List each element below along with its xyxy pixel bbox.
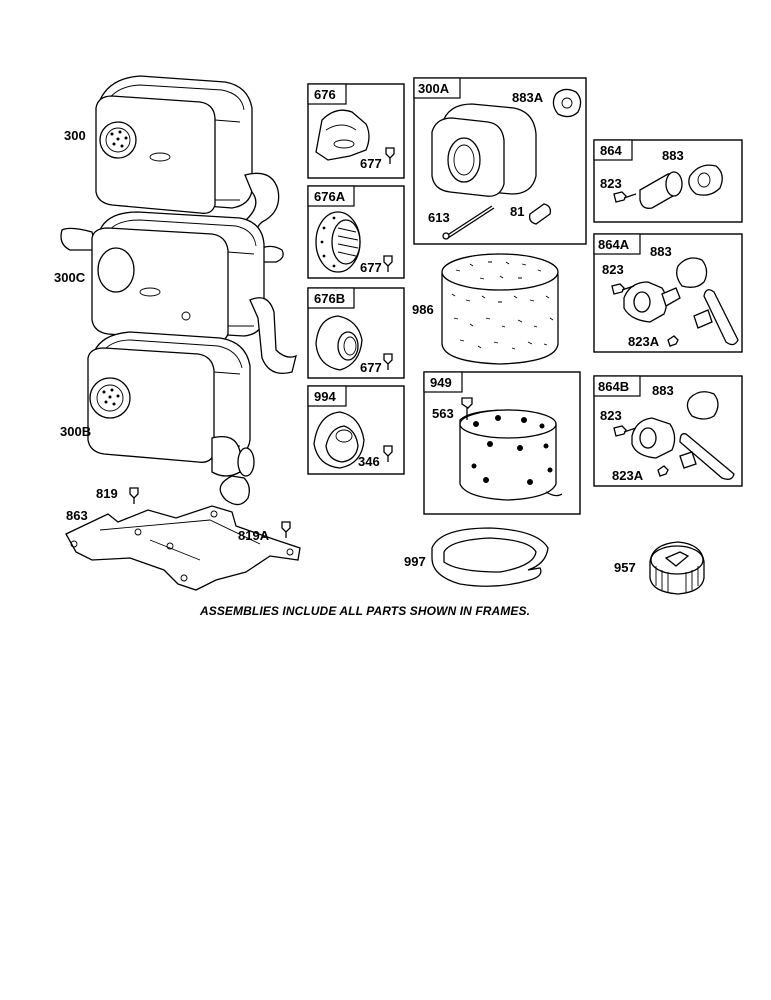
label-676: 676 [314, 87, 336, 102]
label-883-a: 883 [662, 148, 684, 163]
label-883-b: 883 [650, 244, 672, 259]
label-676a: 676A [314, 189, 346, 204]
frame-864 [593, 139, 743, 223]
label-823a-a: 823A [628, 334, 660, 349]
frame-676 [307, 83, 405, 179]
frame-300a [413, 77, 587, 245]
label-957: 957 [614, 560, 636, 575]
label-823-a: 823 [600, 176, 622, 191]
label-864a: 864A [598, 237, 630, 252]
label-300c: 300C [54, 270, 86, 285]
label-81: 81 [510, 204, 524, 219]
frame-864a [593, 233, 743, 353]
label-949: 949 [430, 375, 452, 390]
label-677-c: 677 [360, 360, 382, 375]
ring-997-drawing [431, 527, 549, 587]
frame-676a [307, 185, 405, 279]
label-300: 300 [64, 128, 86, 143]
label-676b: 676B [314, 291, 345, 306]
label-300a: 300A [418, 81, 450, 96]
frame-676b [307, 287, 405, 379]
frame-864b [593, 375, 743, 487]
frame-949 [423, 371, 581, 515]
label-997: 997 [404, 554, 426, 569]
label-346: 346 [358, 454, 380, 469]
label-864b: 864B [598, 379, 629, 394]
label-613: 613 [428, 210, 450, 225]
muffler-300c-drawing [60, 211, 297, 375]
label-819a: 819A [238, 528, 270, 543]
bracket-863-drawing [65, 487, 301, 591]
label-863: 863 [66, 508, 88, 523]
filter-986-drawing [441, 253, 559, 365]
label-986: 986 [412, 302, 434, 317]
muffler-300b-drawing [87, 331, 255, 506]
cap-957-drawing [649, 541, 705, 595]
label-823-c: 823 [600, 408, 622, 423]
label-883-c: 883 [652, 383, 674, 398]
label-677-b: 677 [360, 260, 382, 275]
assemblies-caption: ASSEMBLIES INCLUDE ALL PARTS SHOWN IN FR… [199, 604, 531, 618]
label-864: 864 [600, 143, 622, 158]
muffler-300-drawing [95, 75, 284, 263]
label-883a: 883A [512, 90, 544, 105]
label-823a-b: 823A [612, 468, 644, 483]
label-994: 994 [314, 389, 336, 404]
label-677-a: 677 [360, 156, 382, 171]
label-819: 819 [96, 486, 118, 501]
label-563: 563 [432, 406, 454, 421]
label-300b: 300B [60, 424, 91, 439]
frame-994 [307, 385, 405, 475]
label-823-b: 823 [602, 262, 624, 277]
